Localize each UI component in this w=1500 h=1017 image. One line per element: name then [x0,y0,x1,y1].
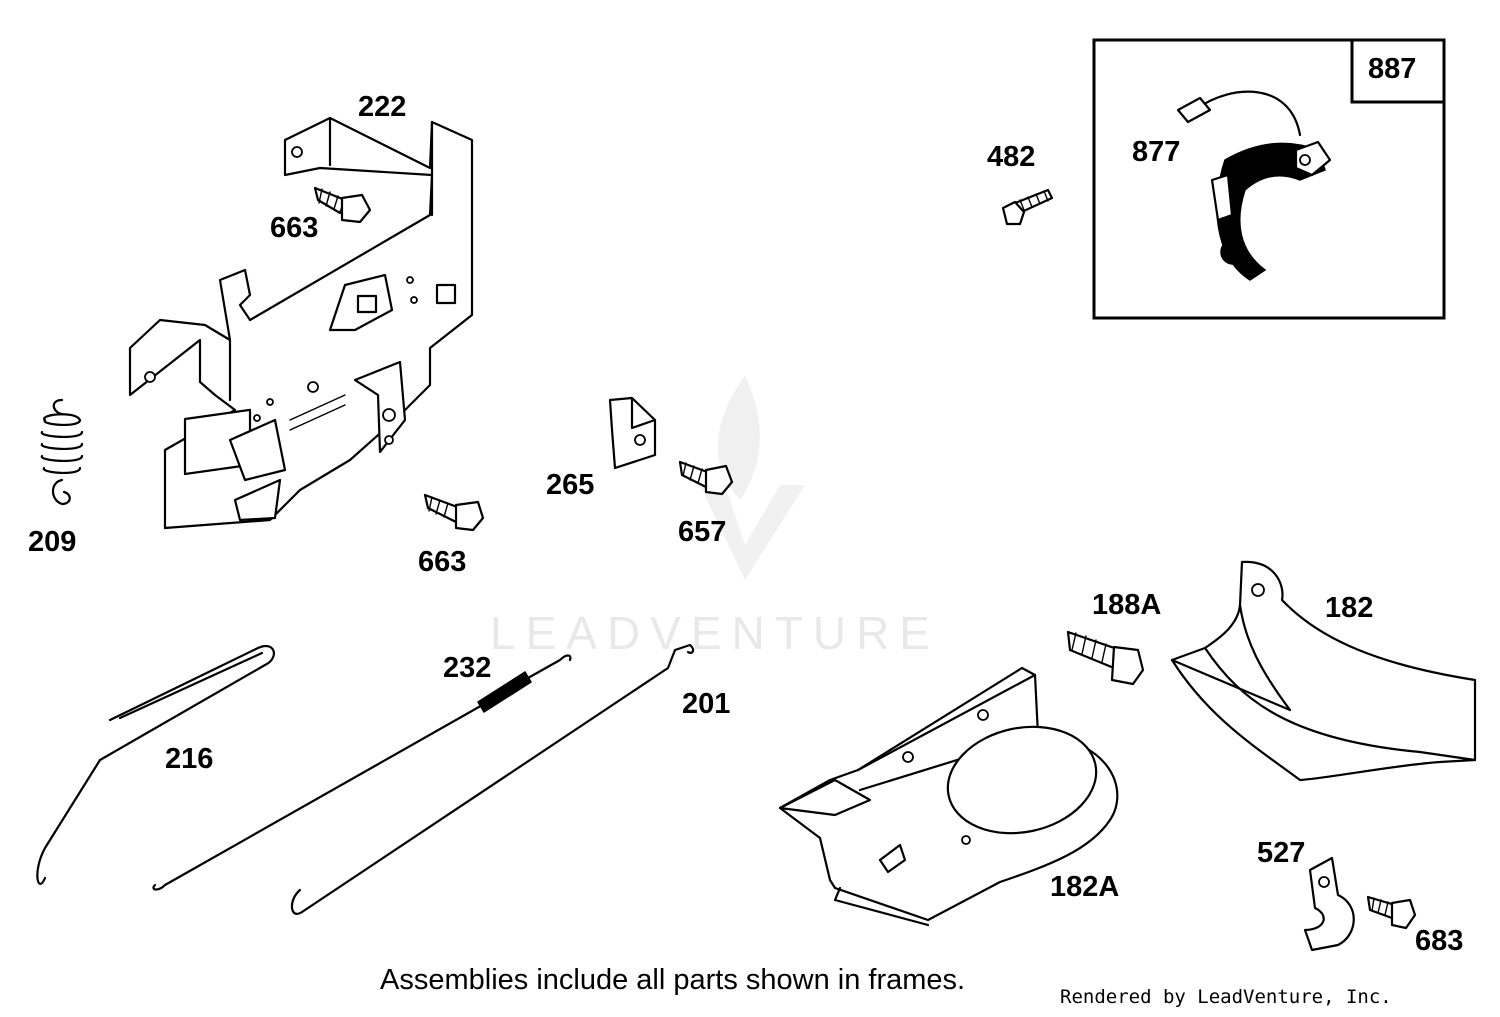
label-527: 527 [1257,837,1306,869]
clip-265[interactable] [608,396,657,470]
control-bracket-222[interactable] [128,116,474,530]
label-663-upper: 663 [270,212,319,244]
credit-text: Rendered by LeadVenture, Inc. [1060,986,1392,1008]
label-201: 201 [682,688,731,720]
screw-663-upper[interactable] [313,186,372,224]
watermark-logo [700,375,805,580]
label-182: 182 [1325,592,1374,624]
ignition-module-877[interactable] [1176,90,1332,281]
watermark: LEADVENTURE [490,607,940,659]
shield-182[interactable] [1170,560,1477,782]
footer-note: Assemblies include all parts shown in fr… [380,964,966,996]
label-657: 657 [678,516,727,548]
bolt-482[interactable] [1001,188,1054,226]
rod-201[interactable] [290,643,695,915]
label-222: 222 [358,91,407,123]
label-482: 482 [987,141,1036,173]
assembly-box-label: 887 [1368,53,1417,85]
bolt-188a[interactable] [1066,630,1145,686]
assembly-frame-887 [1092,38,1446,320]
clamp-527[interactable] [1303,856,1355,952]
label-877: 877 [1132,136,1181,168]
screw-663-lower[interactable] [423,493,485,532]
spring-209[interactable] [40,398,84,506]
rod-216[interactable] [36,645,275,885]
label-683: 683 [1415,925,1464,957]
screw-683[interactable] [1366,895,1417,930]
label-232: 232 [443,652,492,684]
label-663-lower: 663 [418,546,467,578]
screw-657[interactable] [678,460,734,496]
link-232[interactable] [152,654,572,891]
label-209: 209 [28,526,77,558]
label-265: 265 [546,469,595,501]
heat-shield-182a[interactable] [778,666,1119,927]
label-188a: 188A [1092,589,1162,621]
label-182a: 182A [1050,871,1120,903]
label-216: 216 [165,743,214,775]
